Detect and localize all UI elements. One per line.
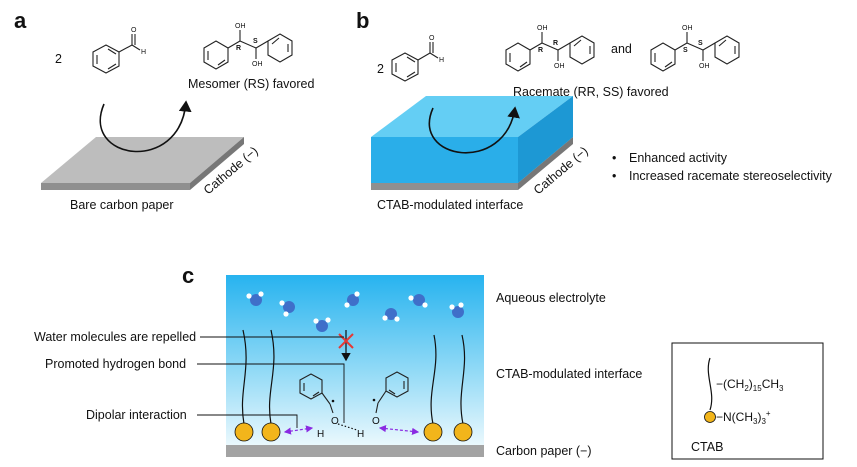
water-molecule xyxy=(313,317,331,332)
atom-h-left: H xyxy=(317,429,324,440)
water-molecules xyxy=(246,291,464,332)
ctab-tail xyxy=(430,334,437,425)
panel-a-coefficient: 2 xyxy=(55,52,62,66)
leader-hydrogen-bond xyxy=(197,363,345,423)
dipolar-arrow-left xyxy=(283,425,314,435)
label-dipolar-interaction: Dipolar interaction xyxy=(86,408,187,422)
panel-a-reaction-arrow xyxy=(99,100,192,153)
panel-b-stereo-s1: S xyxy=(683,47,688,54)
water-molecule xyxy=(408,294,428,308)
panel-a-stereo-s: S xyxy=(253,38,258,45)
ctab-tail xyxy=(241,329,247,425)
ctab-modulated-paper xyxy=(371,96,573,190)
label-ctab-interface: CTAB-modulated interface xyxy=(496,367,642,381)
ctab-surfactants xyxy=(234,329,473,442)
ctab-legend-name: CTAB xyxy=(691,440,723,454)
ctab-tail xyxy=(268,329,275,425)
ctab-legend-head xyxy=(704,411,716,423)
panel-a-aldehyde-h: H xyxy=(141,49,146,56)
atom-o-right: O xyxy=(372,416,380,427)
ctab-legend: −(CH2)15CH3 −N(CH3)3+ CTAB xyxy=(671,342,824,460)
water-molecule xyxy=(344,291,360,308)
panel-a-product-label: Mesomer (RS) favored xyxy=(188,77,314,91)
bullet-dot: • xyxy=(612,169,616,183)
panel-b-product-label: Racemate (RR, SS) favored xyxy=(513,85,669,99)
bullet-dot: • xyxy=(612,151,616,165)
label-carbon-paper: Carbon paper (−) xyxy=(496,444,592,458)
panel-a-hydrobenzoin: OH OH R S xyxy=(203,23,293,70)
ctab-tail xyxy=(460,334,466,425)
panel-b-rr-product: OH OH R R xyxy=(505,25,595,72)
panel-a-aldehyde-o: O xyxy=(131,27,137,34)
water-molecule xyxy=(449,302,464,318)
panel-a-oh-bottom: OH xyxy=(252,61,263,68)
ctab-legend-box xyxy=(671,342,824,460)
panel-a-substrate-label: Bare carbon paper xyxy=(70,198,174,212)
panel-b-benzaldehyde: O H xyxy=(391,35,444,82)
label-aqueous-electrolyte: Aqueous electrolyte xyxy=(496,291,606,305)
panel-b-ss-oh-top: OH xyxy=(682,25,693,32)
bare-carbon-paper xyxy=(41,137,244,190)
water-molecule xyxy=(279,300,295,317)
panel-a: a 2 O H OH O xyxy=(14,8,314,212)
label-hydrogen-bond: Promoted hydrogen bond xyxy=(45,357,186,371)
panel-b-ss-oh-bottom: OH xyxy=(699,63,710,70)
panel-b-rr-oh-top: OH xyxy=(537,25,548,32)
panel-a-letter: a xyxy=(14,8,27,33)
water-molecule xyxy=(246,291,264,306)
panel-b-stereo-r2: R xyxy=(553,40,558,47)
ctab-head-formula: −N(CH3)3+ xyxy=(716,409,771,426)
panel-b-and: and xyxy=(611,42,632,56)
ketyl-intermediate-left: O H xyxy=(299,373,339,440)
carbon-paper-bar xyxy=(226,445,484,457)
bullet-racemate-selectivity: Increased racemate stereoselectivity xyxy=(629,169,833,183)
panel-a-benzaldehyde: O H xyxy=(92,27,146,74)
panel-c: c xyxy=(34,263,824,460)
panel-b: b 2 O H OH O xyxy=(356,8,833,212)
ketyl-intermediate-right: O H xyxy=(357,371,409,440)
ctab-head-group xyxy=(453,422,473,442)
panel-b-bullets: • Enhanced activity • Increased racemate… xyxy=(612,151,833,183)
ctab-head-group xyxy=(423,422,443,442)
panel-b-aldehyde-o: O xyxy=(429,35,435,42)
atom-h-right: H xyxy=(357,429,364,440)
panel-a-stereo-r: R xyxy=(236,45,241,52)
leader-dipolar-interaction xyxy=(197,414,298,428)
panel-b-rr-oh-bottom: OH xyxy=(554,63,565,70)
atom-o-left: O xyxy=(331,416,339,427)
panel-b-letter: b xyxy=(356,8,369,33)
panel-b-aldehyde-h: H xyxy=(439,57,444,64)
dipolar-arrow-right xyxy=(378,425,420,435)
panel-b-coefficient: 2 xyxy=(377,62,384,76)
repel-cross-icon xyxy=(338,333,354,349)
bullet-enhanced-activity: Enhanced activity xyxy=(629,151,728,165)
panel-b-reaction-arrow xyxy=(428,106,520,154)
panel-b-stereo-s2: S xyxy=(698,40,703,47)
panel-b-substrate-label: CTAB-modulated interface xyxy=(377,198,523,212)
panel-b-stereo-r1: R xyxy=(538,47,543,54)
panel-a-oh-top: OH xyxy=(235,23,246,30)
ctab-head-group xyxy=(234,422,254,442)
ctab-head-group xyxy=(261,422,281,442)
label-water-repelled: Water molecules are repelled xyxy=(34,330,196,344)
panel-b-ss-product: OH OH S S xyxy=(650,25,740,72)
ctab-tail-formula: −(CH2)15CH3 xyxy=(716,377,784,393)
panel-c-letter: c xyxy=(182,263,194,288)
ctab-legend-tail xyxy=(707,357,713,411)
water-molecule xyxy=(382,308,400,322)
